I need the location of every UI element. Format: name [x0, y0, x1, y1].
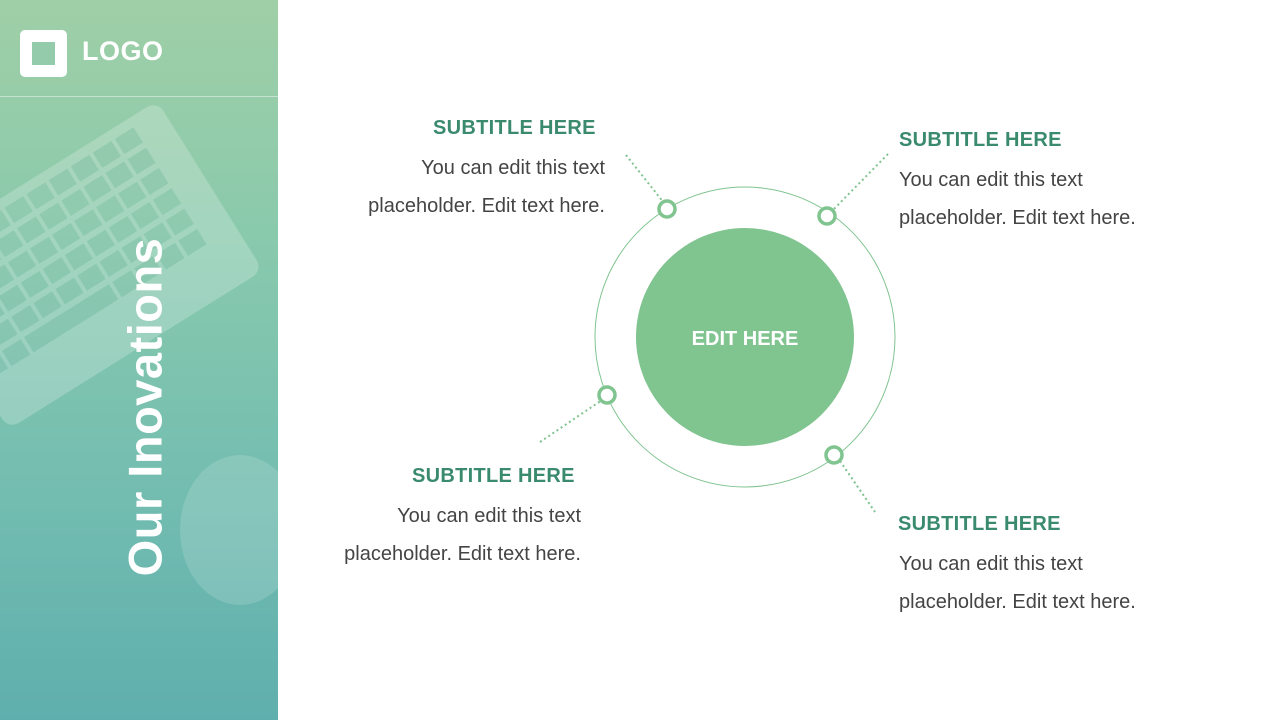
connector-line: [539, 399, 603, 443]
subtitle-top-right: SUBTITLE HERE: [899, 129, 1062, 151]
text-bottom-right: You can edit this text placeholder. Edit…: [899, 553, 1136, 613]
subtitle-top-left: SUBTITLE HERE: [433, 117, 596, 139]
text-bottom-left: You can edit this text placeholder. Edit…: [344, 505, 581, 565]
divider: [0, 96, 278, 97]
logo-text: LOGO: [82, 36, 164, 66]
node-marker: [817, 206, 837, 226]
sidebar: LOGO Our Inovations: [0, 0, 278, 720]
center-circle: [636, 228, 854, 446]
outer-ring: [594, 186, 896, 488]
text-top-right: You can edit this text placeholder. Edit…: [899, 169, 1136, 229]
logo-icon: [20, 30, 67, 77]
node-marker: [657, 199, 677, 219]
page-title: Our Inovations: [118, 237, 172, 577]
subtitle-bottom-left: SUBTITLE HERE: [412, 465, 575, 487]
cycle-diagram: [539, 153, 896, 513]
node-marker: [824, 445, 844, 465]
connector-line: [832, 153, 889, 211]
subtitle-bottom-right: SUBTITLE HERE: [898, 513, 1061, 535]
connector-line: [839, 460, 876, 513]
center-label: EDIT HERE: [691, 328, 799, 350]
text-top-left: You can edit this text placeholder. Edit…: [368, 157, 605, 217]
connector-line: [625, 154, 665, 204]
keyboard-background-image: [0, 105, 278, 605]
node-marker: [597, 385, 617, 405]
